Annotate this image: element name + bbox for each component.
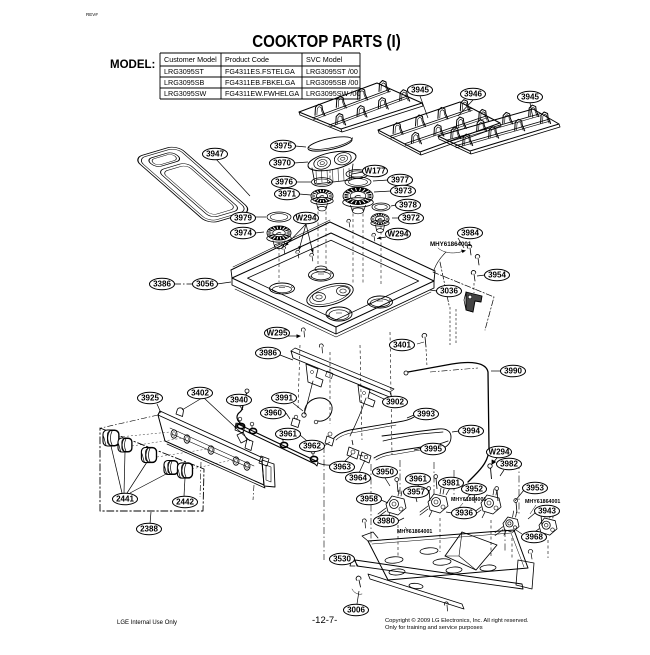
svg-text:3952: 3952 <box>465 485 483 494</box>
svg-text:LRG3095ST: LRG3095ST <box>164 67 205 76</box>
svg-text:3402: 3402 <box>191 389 209 398</box>
svg-text:FG4311EW.FWHELGA: FG4311EW.FWHELGA <box>225 89 299 98</box>
svg-text:REV#: REV# <box>86 12 98 17</box>
svg-text:3986: 3986 <box>259 349 277 358</box>
svg-text:3954: 3954 <box>488 271 506 280</box>
svg-text:3962: 3962 <box>303 442 321 451</box>
svg-text:3977: 3977 <box>391 176 409 185</box>
svg-text:3940: 3940 <box>230 396 248 405</box>
svg-text:3972: 3972 <box>402 214 420 223</box>
svg-text:W294: W294 <box>296 214 317 223</box>
svg-text:MHY61864001: MHY61864001 <box>451 497 486 503</box>
svg-text:W295: W295 <box>267 329 288 338</box>
svg-text:LGE Internal Use Only: LGE Internal Use Only <box>117 620 177 626</box>
svg-text:3950: 3950 <box>376 468 394 477</box>
svg-text:3963: 3963 <box>333 463 351 472</box>
svg-text:3961: 3961 <box>279 430 297 439</box>
svg-text:LRG3095SB /00: LRG3095SB /00 <box>306 78 358 87</box>
svg-text:3401: 3401 <box>393 341 411 350</box>
svg-text:MHY61864001: MHY61864001 <box>430 241 472 248</box>
svg-text:3984: 3984 <box>461 229 479 238</box>
svg-text:3976: 3976 <box>275 178 293 187</box>
svg-text:3991: 3991 <box>275 394 293 403</box>
svg-text:3968: 3968 <box>525 533 543 542</box>
svg-text:3990: 3990 <box>504 367 522 376</box>
svg-text:3036: 3036 <box>440 287 458 296</box>
svg-text:3945: 3945 <box>521 93 539 102</box>
svg-text:3947: 3947 <box>206 150 224 159</box>
svg-text:3056: 3056 <box>196 280 214 289</box>
svg-text:LRG3095SW /00: LRG3095SW /00 <box>306 89 360 98</box>
svg-text:Customer Model: Customer Model <box>164 55 217 64</box>
svg-text:3978: 3978 <box>399 201 417 210</box>
svg-text:3973: 3973 <box>394 187 412 196</box>
svg-text:MHY61864001: MHY61864001 <box>397 529 432 535</box>
svg-text:Only for training and service: Only for training and service purposes <box>385 625 483 631</box>
svg-text:3936: 3936 <box>455 509 473 518</box>
svg-text:3902: 3902 <box>386 398 404 407</box>
svg-text:3957: 3957 <box>407 488 425 497</box>
svg-text:COOKTOP PARTS (I): COOKTOP PARTS (I) <box>252 31 401 52</box>
svg-text:MHY61864001: MHY61864001 <box>525 499 560 505</box>
svg-text:3946: 3946 <box>464 90 482 99</box>
svg-text:3958: 3958 <box>360 495 378 504</box>
svg-text:FG4311ES.FSTELGA: FG4311ES.FSTELGA <box>225 67 295 76</box>
svg-text:3960: 3960 <box>264 409 282 418</box>
svg-text:LRG3095SB: LRG3095SB <box>164 78 205 87</box>
svg-text:3995: 3995 <box>424 445 442 454</box>
svg-text:3945: 3945 <box>411 86 429 95</box>
svg-text:W294: W294 <box>388 230 409 239</box>
svg-text:FG4311EB.FBKELGA: FG4311EB.FBKELGA <box>225 78 295 87</box>
svg-text:W177: W177 <box>365 167 386 176</box>
svg-text:3964: 3964 <box>349 474 367 483</box>
svg-text:3970: 3970 <box>273 159 291 168</box>
svg-text:3953: 3953 <box>526 484 544 493</box>
svg-text:3994: 3994 <box>462 427 480 436</box>
svg-text:2388: 2388 <box>140 525 158 534</box>
svg-text:3981: 3981 <box>442 479 460 488</box>
svg-text:3975: 3975 <box>274 142 292 151</box>
svg-text:LRG3095ST /00: LRG3095ST /00 <box>306 67 358 76</box>
svg-text:3971: 3971 <box>278 190 296 199</box>
svg-text:3979: 3979 <box>234 214 252 223</box>
svg-text:3993: 3993 <box>417 410 435 419</box>
svg-text:2442: 2442 <box>176 498 194 507</box>
svg-text:3961: 3961 <box>409 475 427 484</box>
svg-text:SVC Model: SVC Model <box>306 55 343 64</box>
svg-text:3982: 3982 <box>500 460 518 469</box>
svg-text:2441: 2441 <box>116 495 134 504</box>
svg-text:3925: 3925 <box>141 394 159 403</box>
svg-text:W294: W294 <box>489 448 510 457</box>
svg-text:3943: 3943 <box>538 507 556 516</box>
svg-text:3980: 3980 <box>377 517 395 526</box>
svg-text:LRG3095SW: LRG3095SW <box>164 89 207 98</box>
svg-text:MODEL:: MODEL: <box>110 59 155 71</box>
svg-text:3974: 3974 <box>234 229 252 238</box>
svg-text:3386: 3386 <box>153 280 171 289</box>
svg-text:Copyright © 2009 LG Electronic: Copyright © 2009 LG Electronics, Inc. Al… <box>385 617 529 624</box>
svg-text:3530: 3530 <box>333 555 351 564</box>
svg-text:-12-7-: -12-7- <box>312 615 337 626</box>
svg-text:Product Code: Product Code <box>225 55 269 64</box>
svg-text:3006: 3006 <box>347 606 365 615</box>
